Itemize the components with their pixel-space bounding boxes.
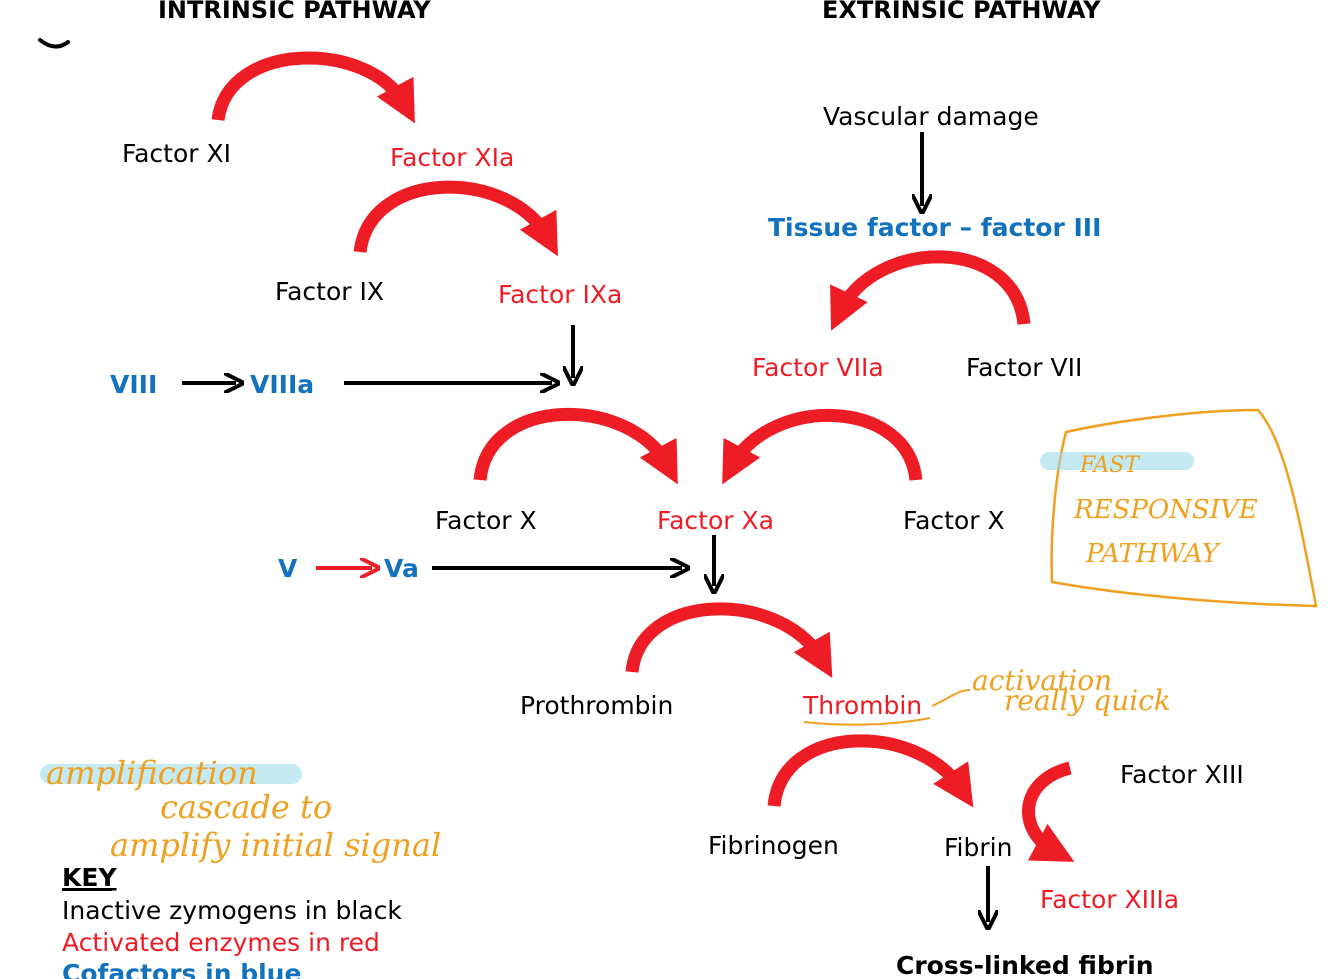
label-factor-xia: Factor XIa: [390, 143, 514, 172]
arrow-xiii-to-xiiia: [1022, 761, 1075, 862]
label-factor-x-right: Factor X: [903, 506, 1005, 535]
extrinsic-header: EXTRINSIC PATHWAY: [822, 0, 1101, 24]
activation-connector: [931, 689, 971, 707]
label-factor-ix: Factor IX: [275, 277, 384, 306]
annotation-responsive: RESPONSIVE: [1073, 495, 1258, 525]
label-vascular-damage: Vascular damage: [823, 102, 1039, 131]
label-tissue-factor: Tissue factor – factor III: [768, 213, 1101, 242]
annotation-activation: activation: [972, 664, 1112, 697]
arrow-x-to-xa-left: [473, 408, 678, 485]
label-factor-xiii: Factor XIII: [1120, 760, 1244, 789]
key-cofactors: Cofactors in blue: [62, 959, 301, 979]
amplification-highlight: [40, 764, 302, 784]
key-inactive: Inactive zymogens in black: [62, 896, 402, 925]
label-factor-viia: Factor VIIa: [752, 353, 884, 382]
label-thrombin: Thrombin: [802, 691, 922, 720]
label-fibrin: Fibrin: [944, 833, 1012, 862]
annotation-amplify-signal: amplify initial signal: [110, 826, 441, 864]
label-va: Va: [384, 554, 419, 583]
intrinsic-header: INTRINSIC PATHWAY: [158, 0, 431, 24]
key-activated: Activated enzymes in red: [62, 928, 380, 957]
annotation-fast: FAST: [1079, 453, 1141, 478]
key-title: KEY: [62, 863, 117, 892]
annotation-cascade-to: cascade to: [160, 788, 332, 826]
arrow-vii-to-viia: [830, 250, 1031, 331]
fast-pathway-box: [1050, 408, 1318, 608]
label-viiia: VIIIa: [250, 370, 314, 399]
label-factor-x-left: Factor X: [435, 506, 537, 535]
arrow-xi-to-xia: [211, 51, 415, 124]
label-factor-xa: Factor Xa: [657, 506, 774, 535]
label-prothrombin: Prothrombin: [520, 691, 673, 720]
arrow-ix-to-ixa: [353, 180, 558, 257]
label-viii: VIII: [110, 370, 157, 399]
chevron-down-icon[interactable]: [38, 38, 70, 49]
label-factor-vii: Factor VII: [966, 353, 1082, 382]
arrow-x-to-xa-right: [722, 409, 923, 485]
label-factor-xiiia: Factor XIIIa: [1040, 885, 1179, 914]
arrow-fibrinogen-to-fibrin: [767, 734, 974, 808]
label-cross-linked-fibrin: Cross-linked fibrin: [896, 951, 1154, 979]
thrombin-underline: [803, 717, 931, 726]
label-v: V: [278, 554, 298, 583]
label-factor-ixa: Factor IXa: [498, 280, 622, 309]
fast-highlight: [1040, 452, 1194, 470]
label-factor-xi: Factor XI: [122, 139, 231, 168]
annotation-pathway: PATHWAY: [1085, 539, 1222, 569]
label-fibrinogen: Fibrinogen: [708, 831, 839, 860]
arrow-prothrombin-to-thrombin: [625, 602, 833, 679]
annotation-amplification: amplification: [46, 754, 258, 792]
annotation-really-quick: really quick: [1004, 684, 1171, 717]
